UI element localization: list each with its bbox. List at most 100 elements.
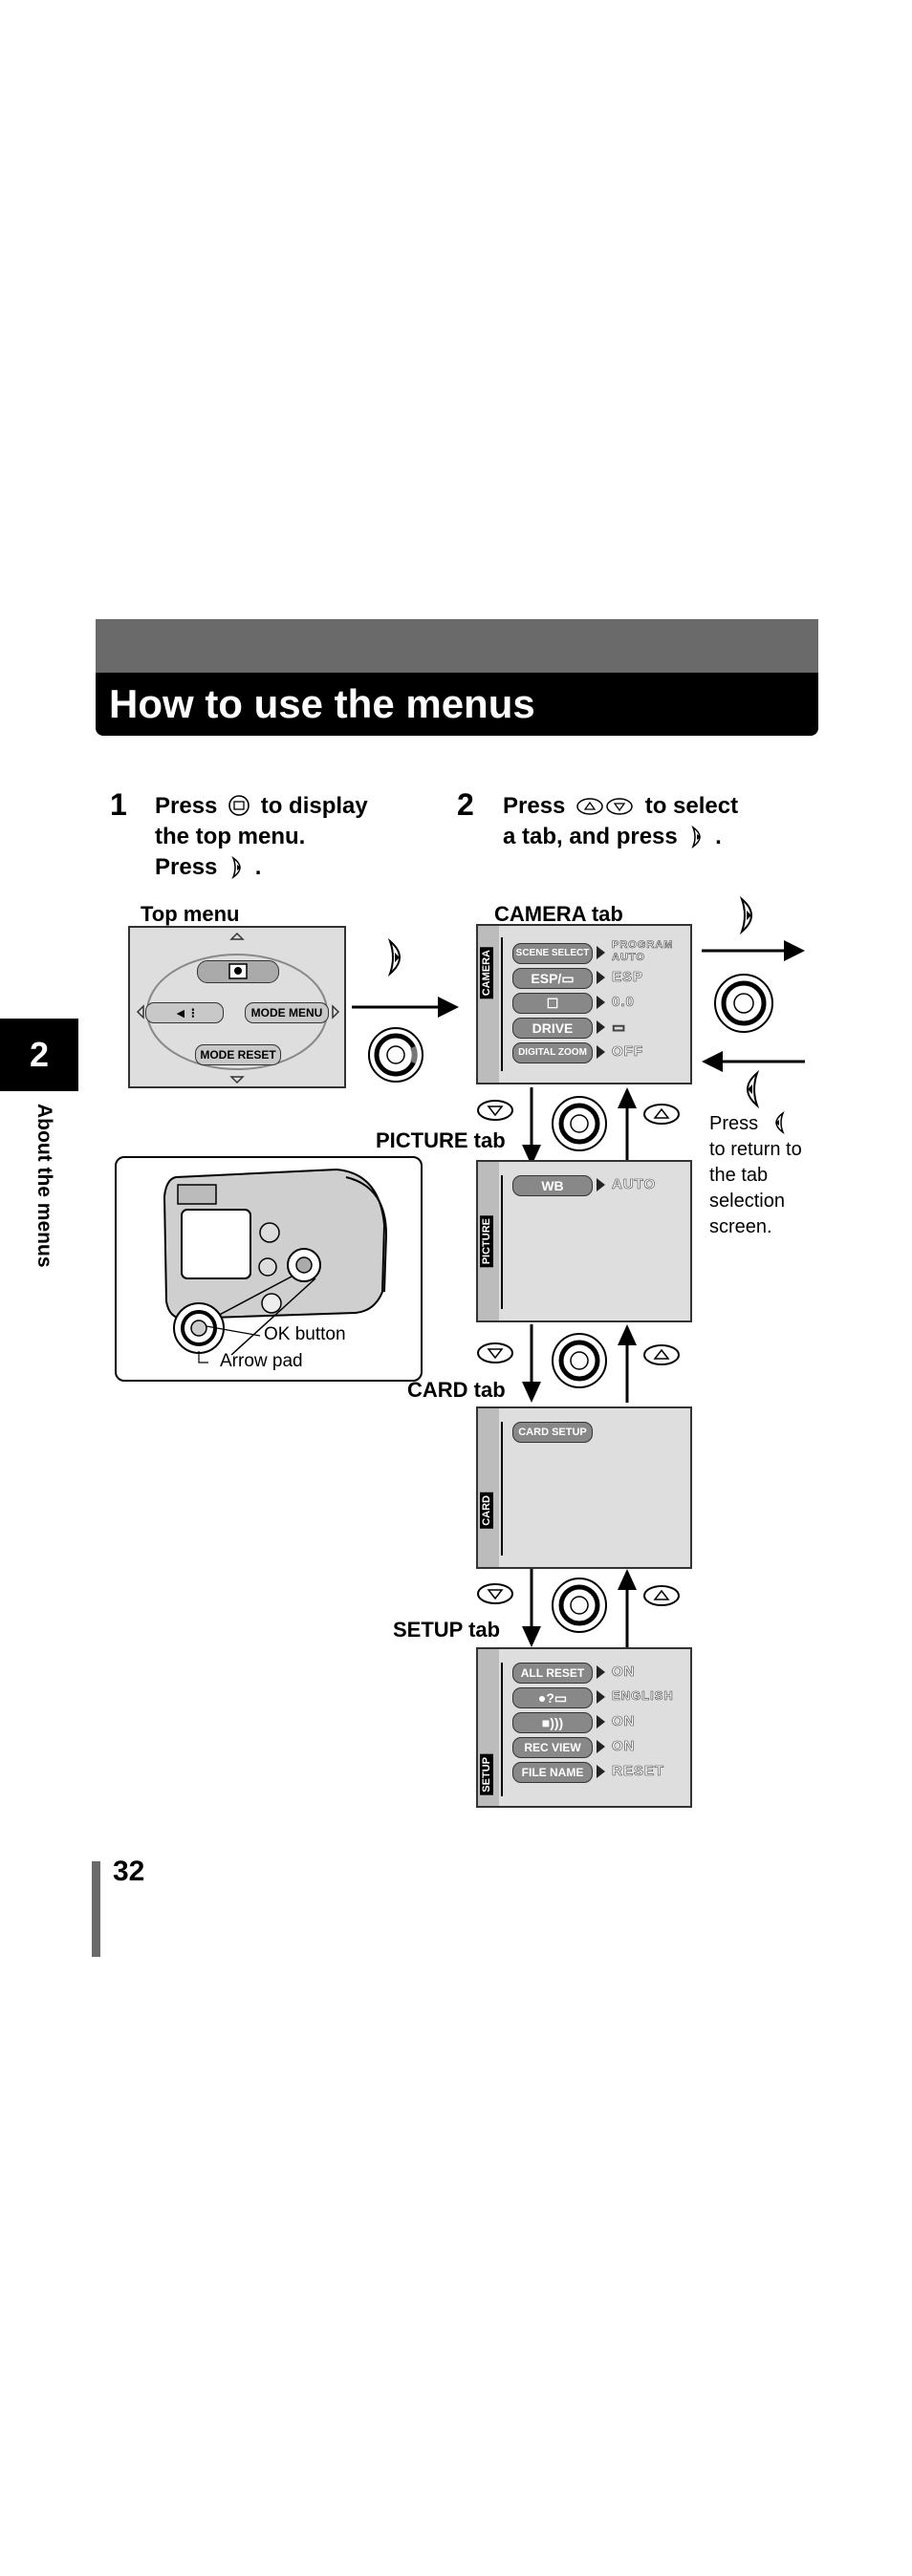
camera-tab-screen: CAMERA SCENE SELECT PROGRAM AUTO ESP/▭ E…	[476, 924, 692, 1084]
right-triangle-icon	[597, 1178, 605, 1191]
menu-item-label[interactable]: SCENE SELECT	[512, 943, 593, 964]
tab-strip	[478, 1408, 499, 1567]
step-2-line1: Press	[503, 793, 566, 819]
chapter-number: 2	[29, 1035, 50, 1074]
camera-illustration-box: OK button Arrow pad	[115, 1156, 423, 1382]
step-1-line2: the top menu.	[155, 824, 306, 849]
down-arrow-key-icon	[477, 1100, 513, 1121]
card-menu-list: CARD SETUP	[501, 1422, 681, 1556]
menu-item-value: ESP	[612, 969, 644, 986]
step-1-line3: Press	[155, 854, 218, 880]
right-triangle-icon	[597, 946, 605, 959]
step-1-line1b: to display	[260, 793, 368, 819]
menu-item-value: ▭	[612, 1020, 627, 1037]
menu-item-value: ON	[612, 1664, 636, 1681]
arrow-pad-icon	[368, 1027, 423, 1083]
menu-item-label[interactable]: ESP/▭	[512, 968, 593, 989]
picture-tab-label: PICTURE tab	[376, 1128, 506, 1152]
menu-item-label[interactable]: ●?▭	[512, 1687, 593, 1708]
menu-item-label[interactable]: ☐	[512, 993, 593, 1014]
picture-card-transition	[522, 1324, 637, 1403]
right-arrow-key-icon	[739, 896, 752, 934]
left-arrow-key-icon	[774, 1110, 785, 1135]
right-arrow-key-icon	[231, 855, 242, 880]
mode-reset-item[interactable]: MODE RESET	[195, 1044, 281, 1065]
menu-item-label[interactable]: DIGITAL ZOOM	[512, 1042, 593, 1063]
return-note-line1: Press	[709, 1113, 759, 1134]
title-bar-top	[96, 619, 818, 673]
setup-tab-label: SETUP tab	[393, 1618, 501, 1642]
menu-item-label[interactable]: ■)))	[512, 1712, 593, 1733]
page-number-bar	[92, 1861, 100, 1957]
tab-camera[interactable]: CAMERA	[480, 947, 493, 999]
return-note-line5: screen.	[709, 1216, 772, 1237]
camera-back-icon	[163, 1168, 388, 1363]
menu-item-value: ON	[612, 1738, 636, 1755]
right-arrow-key-icon	[387, 938, 401, 977]
up-arrow-key-icon	[643, 1585, 680, 1606]
menu-item-label[interactable]: CARD SETUP	[512, 1422, 593, 1443]
right-arrow-icon	[352, 997, 459, 1018]
up-down-arrow-keys-icon	[576, 798, 633, 815]
title-bar	[96, 673, 818, 736]
tab-picture[interactable]: PICTURE	[480, 1215, 493, 1268]
left-arrow-key-icon	[747, 1070, 760, 1108]
menu-item-value: ON	[612, 1713, 636, 1730]
card-tab-label: CARD tab	[407, 1378, 506, 1402]
right-triangle-icon	[597, 1740, 605, 1753]
return-note-line3: the tab	[709, 1165, 769, 1186]
right-triangle-icon	[597, 1045, 605, 1059]
menu-item-label[interactable]: ALL RESET	[512, 1663, 593, 1684]
tab-setup[interactable]: SETUP	[480, 1754, 493, 1795]
menu-item-value: ENGLISH	[612, 1688, 674, 1704]
step-1-text: Press to display the top menu. Press .	[155, 793, 368, 880]
down-arrow-key-icon	[477, 1583, 513, 1604]
menu-item-label[interactable]: WB	[512, 1175, 593, 1196]
card-tab-screen: CARD CARD SETUP	[476, 1406, 692, 1569]
menu-item-value: PROGRAM AUTO	[612, 939, 674, 964]
menu-item-label[interactable]: FILE NAME	[512, 1762, 593, 1783]
right-triangle-icon	[597, 996, 605, 1009]
card-setup-transition	[522, 1569, 637, 1647]
camera-menu-list: SCENE SELECT PROGRAM AUTO ESP/▭ ESP ☐ 0.…	[501, 937, 681, 1071]
menu-item-value: 0.0	[612, 994, 635, 1011]
page-title: How to use the menus	[109, 681, 535, 726]
camera-picture-transition	[522, 1087, 637, 1166]
top-menu-up-item[interactable]	[197, 960, 279, 983]
right-triangle-icon	[597, 1765, 605, 1778]
chapter-label: About the menus	[33, 1104, 55, 1268]
ok-button-icon	[228, 795, 250, 816]
menu-item-value: RESET	[612, 1763, 665, 1780]
return-note-line2: to return to	[709, 1139, 802, 1160]
camera-tab-label: CAMERA tab	[494, 902, 623, 926]
menu-item-label[interactable]: DRIVE	[512, 1018, 593, 1039]
quality-icon	[228, 963, 248, 979]
step-1-line1: Press	[155, 793, 218, 819]
top-menu-screen: ◄ ⁝ MODE MENU MODE RESET	[128, 926, 346, 1088]
top-menu-label: Top menu	[141, 902, 240, 926]
ok-button-label: OK button	[264, 1324, 346, 1344]
step-2-number: 2	[457, 787, 474, 822]
up-arrow-key-icon	[643, 1104, 680, 1125]
step-1-number: 1	[110, 787, 127, 822]
menu-item-label[interactable]: REC VIEW	[512, 1737, 593, 1758]
step-2-line2: a tab, and press	[503, 824, 678, 849]
right-triangle-icon	[597, 1690, 605, 1704]
return-note: Press to return to the tab selection scr…	[709, 1110, 802, 1240]
setup-tab-screen: SETUP ALL RESET ON ●?▭ ENGLISH ■))) ON R…	[476, 1647, 692, 1808]
right-triangle-icon	[597, 971, 605, 984]
menu-item-value: AUTO	[612, 1176, 657, 1193]
left-arrow-icon	[702, 1051, 805, 1072]
top-menu-left-item[interactable]: ◄ ⁝	[145, 1002, 224, 1023]
right-triangle-icon	[597, 1020, 605, 1034]
setup-menu-list: ALL RESET ON ●?▭ ENGLISH ■))) ON REC VIE…	[501, 1663, 681, 1796]
up-arrow-key-icon	[643, 1344, 680, 1365]
down-arrow-key-icon	[477, 1342, 513, 1363]
step-2-line1b: to select	[644, 793, 739, 819]
tab-card[interactable]: CARD	[480, 1492, 493, 1529]
mode-menu-item[interactable]: MODE MENU	[245, 1002, 329, 1023]
arrow-pad-icon	[714, 974, 773, 1033]
right-triangle-icon	[597, 1715, 605, 1728]
step-2-text: Press to select a tab, and press .	[503, 793, 739, 849]
menu-item-value: OFF	[612, 1043, 643, 1061]
